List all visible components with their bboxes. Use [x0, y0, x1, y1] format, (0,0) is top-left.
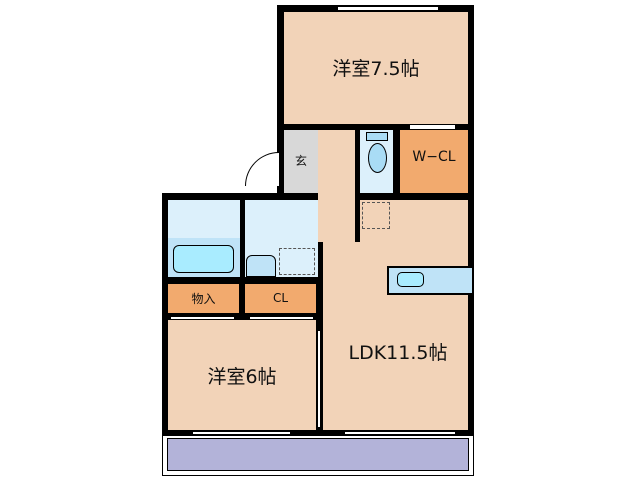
window [338, 6, 438, 11]
bedroom-bottom-label: 洋室6帖 [207, 365, 277, 388]
washbasin [246, 255, 276, 277]
window [193, 431, 290, 435]
ldk [323, 242, 363, 430]
door [410, 124, 455, 130]
toilet-tank [366, 132, 388, 141]
walk-in-closet [400, 130, 468, 193]
closet-doors [250, 316, 313, 320]
balcony-floor [167, 438, 469, 471]
bedroom-top [284, 12, 468, 124]
closet-label: CL [272, 291, 289, 305]
bedroom-top-label: 洋室7.5帖 [332, 57, 420, 80]
bathtub-basin [173, 245, 234, 273]
hallway [318, 190, 355, 242]
ceiling-vent [362, 202, 390, 229]
kitchen-sink [397, 272, 424, 287]
front-door [245, 152, 279, 186]
entrance-label: 玄 [294, 153, 307, 168]
window [345, 431, 455, 435]
closet [245, 284, 316, 313]
bedroom-bottom [168, 320, 316, 430]
walk-in-closet-label: W−CL [412, 149, 456, 165]
entrance [284, 130, 318, 193]
sliding-door [317, 330, 321, 428]
storage [168, 284, 239, 313]
ldk-label: LDK11.5帖 [348, 341, 448, 364]
closet-doors [171, 316, 234, 320]
toilet-bowl [368, 143, 387, 173]
ldk [360, 200, 468, 430]
washing-machine-space [279, 248, 315, 275]
storage-label: 物入 [191, 291, 216, 306]
